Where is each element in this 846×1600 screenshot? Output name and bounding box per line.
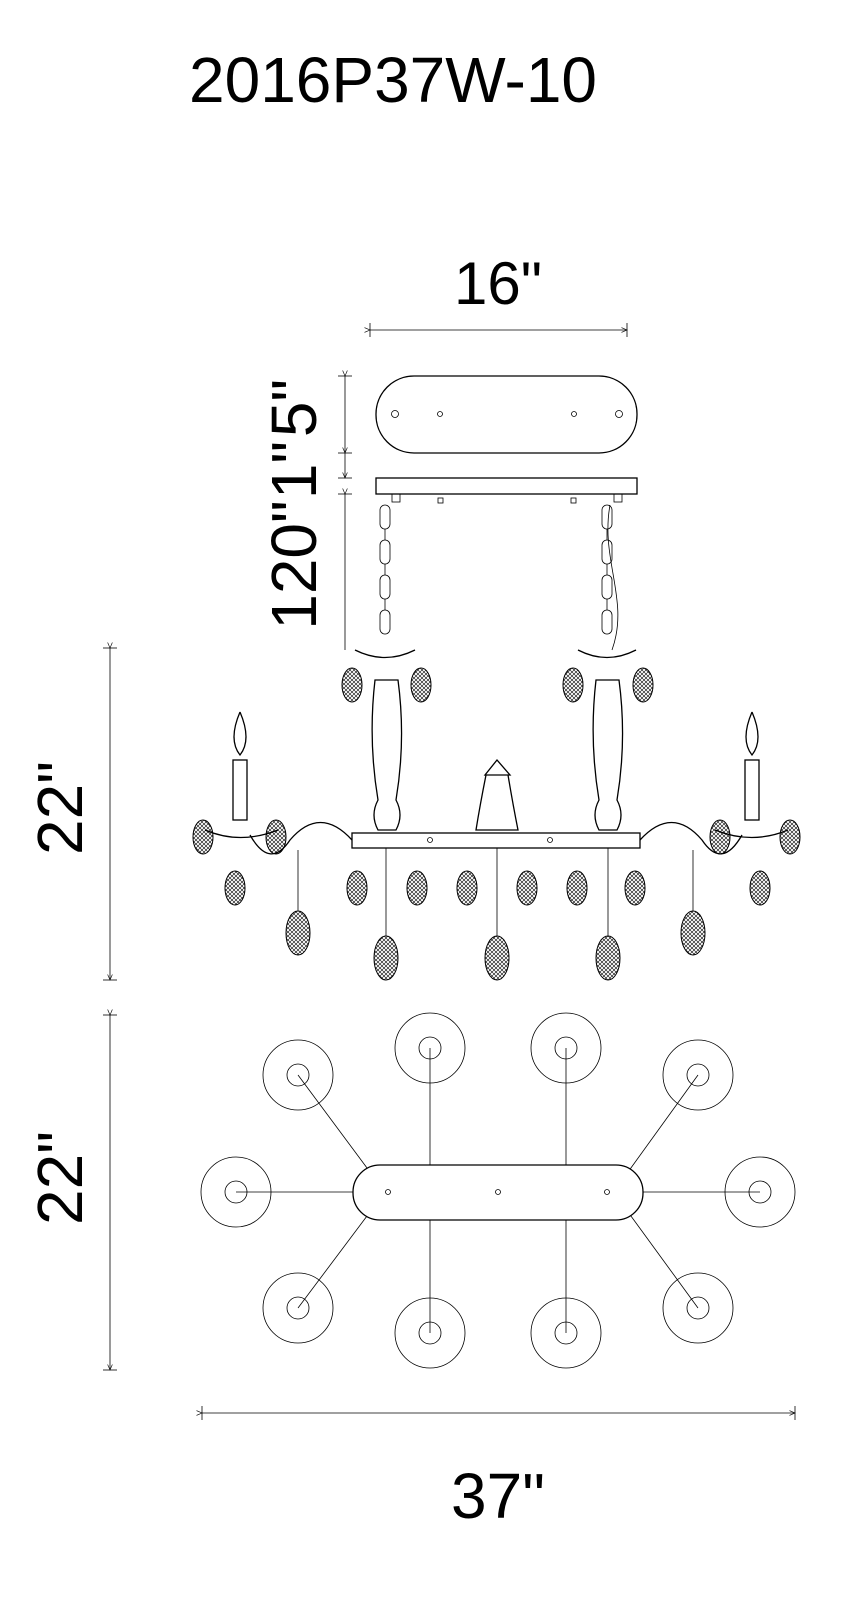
canopy-vertical-dimension-lines bbox=[338, 376, 352, 650]
canopy-height-label: 1" bbox=[258, 441, 330, 499]
chains bbox=[379, 504, 619, 651]
chandelier-side-view bbox=[192, 649, 801, 981]
height-dimension-line bbox=[103, 648, 117, 980]
chain-length-label: 120" bbox=[258, 500, 330, 630]
fixture-depth-label: 22" bbox=[24, 1131, 96, 1225]
canopy-side-view bbox=[375, 477, 638, 504]
depth-dimension-line bbox=[103, 1015, 117, 1370]
crystals bbox=[192, 667, 801, 981]
canopy-width-dimension-line bbox=[370, 323, 627, 337]
chandelier-top-view bbox=[200, 1012, 796, 1369]
canopy-width-label: 16" bbox=[454, 250, 542, 317]
vertical-labels: 5" 1" 120" bbox=[258, 379, 330, 630]
width-dimension-line bbox=[202, 1406, 795, 1420]
canopy-depth-label: 5" bbox=[258, 379, 330, 437]
model-title: 2016P37W-10 bbox=[189, 44, 597, 116]
canopy-top-view bbox=[375, 375, 638, 454]
fixture-width-label: 37" bbox=[451, 1460, 545, 1532]
fixture-height-label: 22" bbox=[24, 761, 96, 855]
